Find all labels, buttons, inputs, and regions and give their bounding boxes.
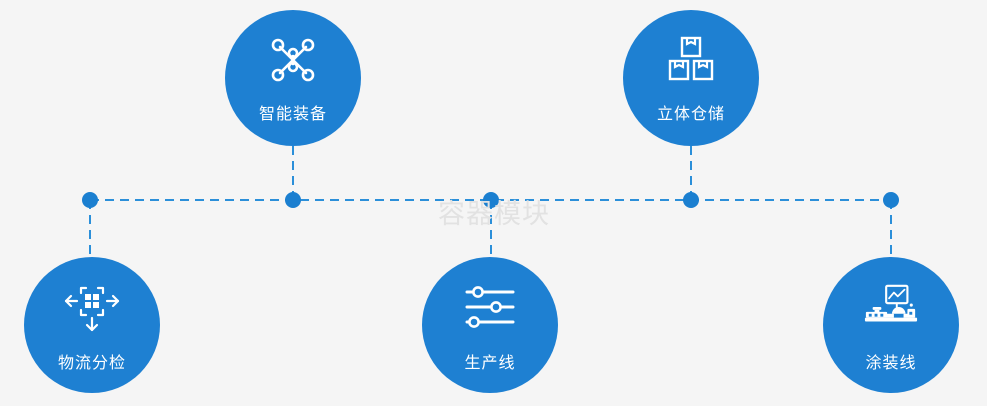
node-coating-line[interactable]: 涂装线 — [823, 257, 959, 393]
network-nodes-icon — [265, 32, 321, 88]
junction-dot-5[interactable] — [883, 192, 899, 208]
node-label-intelligent-equipment: 智能装备 — [258, 104, 327, 123]
junction-dot-1[interactable] — [82, 192, 98, 208]
junction-dot-4[interactable] — [683, 192, 699, 208]
node-production-line[interactable]: 生产线 — [422, 257, 558, 393]
sliders-icon — [462, 279, 518, 335]
node-stereoscopic-warehouse[interactable]: 立体仓储 — [623, 10, 759, 146]
node-label-production-line: 生产线 — [464, 353, 516, 372]
junction-dot-2[interactable] — [285, 192, 301, 208]
node-label-stereoscopic-warehouse: 立体仓储 — [656, 104, 725, 123]
node-intelligent-equipment[interactable]: 智能装备 — [225, 10, 361, 146]
node-label-logistics-sorting: 物流分检 — [57, 353, 126, 372]
node-logistics-sorting[interactable]: 物流分检 — [24, 257, 160, 393]
stacked-boxes-icon — [663, 32, 719, 88]
factory-monitor-icon — [863, 279, 919, 335]
sorting-arrows-icon — [64, 279, 120, 335]
watermark-text: 容器模块 — [438, 199, 550, 230]
node-label-coating-line: 涂装线 — [865, 353, 917, 372]
